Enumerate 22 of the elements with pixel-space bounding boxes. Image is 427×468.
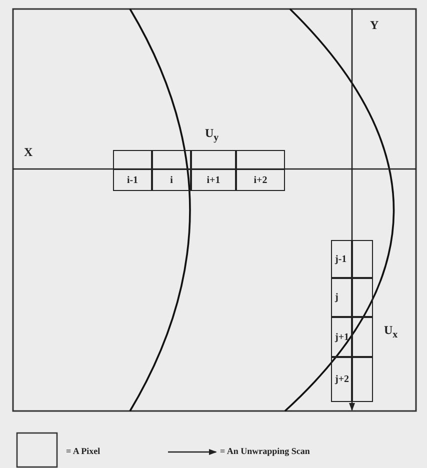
pixel-cell [352, 317, 373, 357]
legend-text: = A Pixel [66, 446, 100, 456]
pixel-cell: j-1 [331, 240, 352, 278]
pixel-cell [152, 150, 191, 170]
pixel-cell: j+2 [331, 357, 352, 402]
pixel-cell [352, 278, 373, 317]
axis-label: U$_{y}$ [205, 126, 219, 144]
pixel-cell: i+2 [236, 169, 285, 191]
pixel-cell: i+1 [191, 169, 236, 191]
axis-label: U$_{x}$ [384, 323, 398, 340]
legend-text: = An Unwrapping Scan [220, 446, 310, 456]
pixel-cell: i [152, 169, 191, 191]
axis-label: Y [370, 18, 379, 33]
pixel-cell [113, 150, 152, 170]
pixel-cell: i-1 [113, 169, 152, 191]
axis-label: X [24, 145, 33, 160]
pixel-cell: j [331, 278, 352, 317]
pixel-cell: j+1 [331, 317, 352, 357]
pixel-cell [191, 150, 236, 170]
pixel-cell [236, 150, 285, 170]
pixel-cell [352, 357, 373, 402]
pixel-cell [352, 240, 373, 278]
